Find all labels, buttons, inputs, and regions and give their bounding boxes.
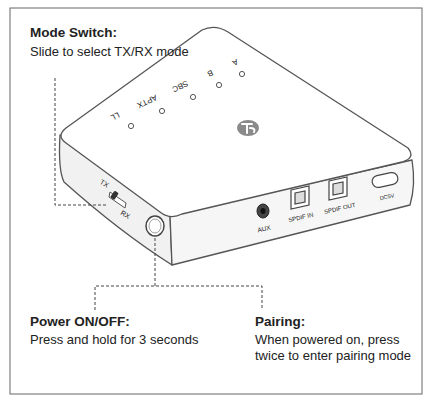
- spdif-ports: [291, 177, 347, 209]
- led-label: A: [231, 57, 240, 68]
- frame: [10, 8, 422, 394]
- power-button: [146, 216, 164, 236]
- aux-jack: [257, 204, 269, 218]
- dc-port: [371, 171, 399, 188]
- callout-heading: Mode Switch:: [30, 25, 117, 41]
- switch-label: TX: [98, 178, 110, 190]
- logo: [237, 120, 259, 136]
- led-label: SBC: [171, 78, 190, 94]
- port-label: SPDIF OUT: [324, 202, 357, 216]
- led-label: B: [206, 68, 215, 79]
- callout-text: When powered on, press twice to enter pa…: [255, 332, 415, 363]
- port-label: DC5V: [379, 192, 395, 202]
- led-label: APTX: [135, 92, 158, 110]
- mode-switch: [109, 191, 126, 208]
- leader-lines: [55, 78, 262, 310]
- port-label: SPDIF IN: [288, 212, 314, 225]
- callout-text: Slide to select TX/RX mode: [30, 44, 189, 60]
- switch-label: RX: [119, 209, 132, 221]
- callout-heading: Pairing:: [255, 314, 305, 330]
- callout-text: Press and hold for 3 seconds: [30, 332, 198, 348]
- port-label: AUX: [257, 224, 272, 235]
- led-label: LL: [109, 110, 121, 122]
- callout-heading: Power ON/OFF:: [30, 314, 130, 330]
- led-dots: [128, 71, 244, 128]
